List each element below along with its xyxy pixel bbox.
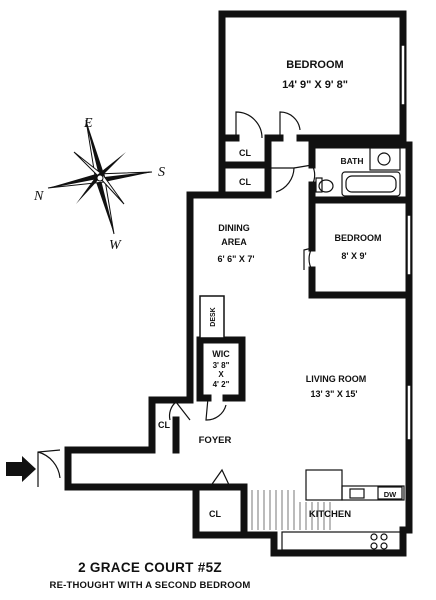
- bathtub: [341, 171, 401, 197]
- door-swing-wic: [205, 397, 227, 421]
- kitchen-floor-hatch: [251, 490, 331, 530]
- stove-burner-icon: [370, 533, 378, 541]
- windows: [400, 44, 412, 441]
- wic-dims-line2: X: [218, 370, 224, 379]
- door-swing-cl2: [268, 167, 295, 193]
- kitchen-counter: [341, 485, 405, 501]
- wic-walls: [196, 336, 246, 402]
- kitchen-closet-walls: [192, 483, 248, 539]
- door-swing-entry: [37, 449, 61, 487]
- door-swing-bath: [293, 164, 316, 186]
- door-swings: [37, 111, 316, 488]
- compass-east-label: E: [83, 116, 93, 131]
- bath-label: BATH: [341, 156, 364, 166]
- stove-burner-icon: [380, 542, 388, 550]
- desk-label: DESK: [210, 307, 217, 326]
- walls: [64, 10, 413, 557]
- foyer-label: FOYER: [199, 435, 232, 446]
- dining-label-line1: DINING: [218, 223, 250, 233]
- sink-icon: [377, 152, 391, 166]
- compass-west-label: W: [109, 238, 122, 253]
- dining-dims: 6' 6" X 7': [217, 254, 254, 264]
- door-swing-bedroom2: [303, 247, 313, 271]
- outer-wall: [64, 10, 413, 557]
- door-swing-foyer-closet: [168, 401, 191, 421]
- living-room-name: LIVING ROOM: [306, 374, 367, 384]
- lower-counter: [281, 531, 403, 551]
- compass-north-label: N: [33, 189, 44, 204]
- sink-icon: [349, 488, 365, 499]
- stove-burner-icon: [380, 533, 388, 541]
- door-swing-cl1: [235, 111, 263, 139]
- listing-subtitle: RE-THOUGHT WITH A SECOND BEDROOM: [49, 580, 251, 591]
- toilet-icon: [318, 179, 334, 193]
- vanity-sink: [369, 147, 401, 171]
- bath-fixtures: [315, 147, 401, 197]
- living-room-dims: 13' 3" X 15': [310, 389, 357, 399]
- entry-arrow-icon: [6, 456, 36, 482]
- dishwasher: [377, 486, 403, 500]
- cl4-label: CL: [209, 509, 221, 519]
- wic-dims-line3: 4' 2": [213, 380, 230, 389]
- kitchen-fixtures: [281, 469, 405, 551]
- refrigerator: [305, 469, 343, 501]
- desk: [199, 295, 225, 339]
- bedroom1-name: BEDROOM: [286, 59, 343, 71]
- closet-partitions: [218, 134, 272, 199]
- wic-name: WIC: [212, 349, 230, 359]
- bedroom2-name: BEDROOM: [335, 233, 382, 243]
- wic-dims-line1: 3' 8": [213, 361, 230, 370]
- dining-label-line2: AREA: [221, 237, 247, 247]
- cl2-label: CL: [239, 177, 251, 187]
- listing-title: 2 GRACE COURT #5Z: [78, 560, 222, 575]
- dw-label: DW: [384, 490, 397, 499]
- compass-south-label: S: [158, 165, 165, 180]
- cl1-label: CL: [239, 148, 251, 158]
- stove-burner-icon: [370, 542, 378, 550]
- bedroom1-dims: 14' 9" X 9' 8": [282, 79, 348, 91]
- compass-rose-icon: [47, 119, 153, 235]
- bedroom2-dims: 8' X 9': [341, 251, 366, 261]
- cl3-label: CL: [158, 420, 170, 430]
- foyer-closet-walls: [148, 396, 194, 454]
- door-swing-bedroom1: [279, 111, 301, 138]
- door-swing-kitchen-closet: [209, 468, 231, 488]
- kitchen-label: KITCHEN: [309, 509, 351, 520]
